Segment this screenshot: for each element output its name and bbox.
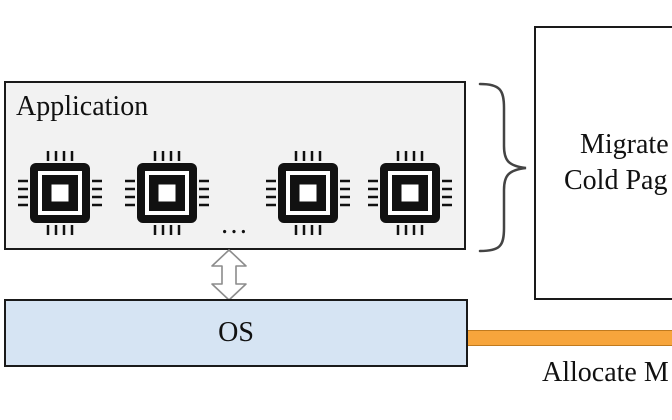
os-label: OS bbox=[218, 317, 254, 348]
up-down-arrow-icon bbox=[211, 249, 247, 301]
ellipsis: … bbox=[220, 209, 248, 240]
application-box: Application … bbox=[4, 81, 466, 250]
cpu-chip-icon bbox=[125, 151, 209, 235]
cpu-chip-icon bbox=[266, 151, 350, 235]
migrate-label: Migrate bbox=[580, 129, 669, 160]
right-curly-brace bbox=[478, 82, 527, 253]
migrate-cold-pages-box: Migrate Cold Pag bbox=[534, 26, 672, 300]
allocate-connector bbox=[468, 330, 672, 346]
application-label: Application bbox=[16, 91, 149, 122]
os-box: OS bbox=[4, 299, 468, 367]
cpu-chip-icon bbox=[368, 151, 452, 235]
allocate-label: Allocate M bbox=[542, 357, 669, 388]
cold-pages-label: Cold Pag bbox=[564, 165, 668, 196]
cpu-chip-icon bbox=[18, 151, 102, 235]
